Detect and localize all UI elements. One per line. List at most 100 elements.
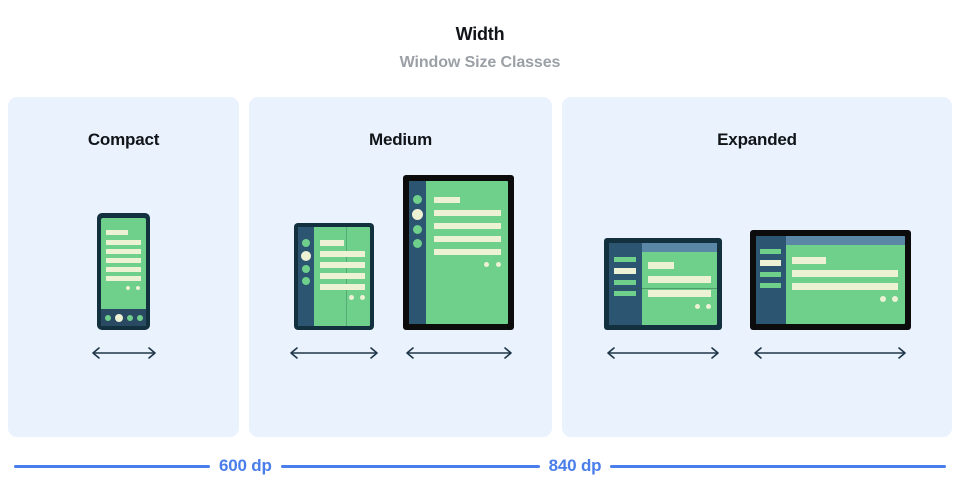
width-arrow-phone (89, 344, 159, 362)
content-title-line (319, 240, 344, 246)
device-group-medium (249, 172, 552, 362)
content-line (434, 210, 501, 216)
double-headed-horizontal-arrow-icon (606, 347, 719, 359)
breakpoint-label-840: 840 dp (548, 456, 602, 475)
content-line (319, 262, 365, 268)
rail-bar-active (759, 260, 781, 266)
navigation-rail (755, 236, 786, 324)
fold-crease (608, 288, 717, 289)
rail-bar-active (613, 268, 636, 274)
device-slot-tablet-landscape (749, 230, 911, 362)
foldable-screen (608, 243, 717, 325)
content-line (319, 284, 365, 290)
breakpoint-scale: 600 dp 840 dp (14, 455, 946, 477)
content-dot (705, 304, 711, 309)
nav-dot (137, 315, 143, 321)
foldable-screen (297, 227, 370, 326)
tablet-screen (409, 181, 508, 324)
double-headed-horizontal-arrow-icon (405, 347, 512, 359)
foldable-unfolded-landscape (603, 238, 722, 330)
device-slot-foldable-unfolded (603, 238, 722, 362)
content-dot (694, 304, 700, 309)
tablet-portrait (403, 175, 514, 330)
scale-line-segment (610, 464, 946, 468)
double-headed-horizontal-arrow-icon (754, 347, 906, 359)
content-line (319, 251, 365, 257)
content-line (791, 283, 898, 290)
rail-dot (413, 239, 422, 248)
rail-bar (759, 249, 781, 254)
rail-dot (413, 225, 422, 234)
card-compact[interactable]: Compact (8, 97, 239, 437)
content-title-line (106, 230, 128, 235)
page-title: Width (455, 24, 505, 44)
navigation-rail (608, 243, 642, 325)
rail-dot (301, 277, 310, 285)
content-line (106, 276, 141, 281)
content-dot (126, 286, 130, 290)
content-title-line (434, 197, 460, 203)
content-line (106, 258, 141, 263)
rail-bar (759, 283, 781, 288)
rail-dot-active (412, 209, 423, 220)
phone-bottom-nav (101, 309, 146, 326)
width-arrow-foldable-unfolded (604, 344, 722, 362)
device-group-expanded (562, 172, 952, 362)
width-arrow-tablet-landscape (751, 344, 909, 362)
app-top-bar (785, 236, 905, 245)
content-dot (348, 295, 354, 300)
header: Width Window Size Classes (0, 22, 960, 74)
content-line (647, 290, 711, 297)
content-line (434, 223, 501, 229)
rail-bar (613, 280, 636, 285)
rail-bar (613, 257, 636, 262)
nav-dot (127, 315, 133, 321)
width-arrow-tablet-portrait (403, 344, 515, 362)
double-headed-horizontal-arrow-icon (289, 347, 378, 359)
content-dot (496, 262, 501, 267)
rail-dot-active (300, 251, 311, 261)
content-line (106, 267, 141, 272)
rail-bar (759, 272, 781, 277)
page-subtitle: Window Size Classes (399, 54, 561, 71)
content-title-line (647, 262, 674, 269)
navigation-rail (409, 181, 426, 324)
scale-line-segment (280, 464, 540, 468)
content-line (791, 270, 898, 277)
rail-dot (413, 195, 422, 204)
navigation-rail (297, 227, 314, 326)
content-dot (359, 295, 365, 300)
rail-dot (301, 239, 310, 247)
card-medium[interactable]: Medium (249, 97, 552, 437)
phone-portrait (97, 213, 150, 330)
content-line (647, 276, 711, 283)
card-expanded[interactable]: Expanded (562, 97, 952, 437)
content-line (106, 240, 141, 245)
nav-dot (105, 315, 111, 321)
content-dot (891, 296, 898, 302)
size-class-cards: Compact (8, 97, 952, 437)
app-top-bar (641, 243, 717, 252)
scale-line-segment (14, 464, 210, 468)
breakpoint-label-600: 600 dp (219, 456, 272, 475)
device-slot-foldable-folded (287, 223, 381, 362)
content-dot (136, 286, 140, 290)
content-dot (484, 262, 489, 267)
content-line (434, 249, 501, 255)
phone-screen (101, 218, 146, 326)
double-headed-horizontal-arrow-icon (91, 347, 156, 359)
card-title-medium: Medium (368, 130, 433, 149)
nav-dot-active (115, 314, 123, 322)
tablet-screen (755, 236, 905, 324)
content-line (106, 249, 141, 254)
device-slot-tablet-portrait (403, 175, 515, 362)
card-title-expanded: Expanded (717, 130, 797, 149)
device-slot-phone (89, 213, 159, 362)
device-group-compact (8, 172, 239, 362)
content-line (434, 236, 501, 242)
card-title-compact: Compact (87, 130, 160, 149)
foldable-folded-portrait (293, 223, 374, 330)
rail-bar (613, 291, 636, 296)
content-dot (879, 296, 886, 302)
